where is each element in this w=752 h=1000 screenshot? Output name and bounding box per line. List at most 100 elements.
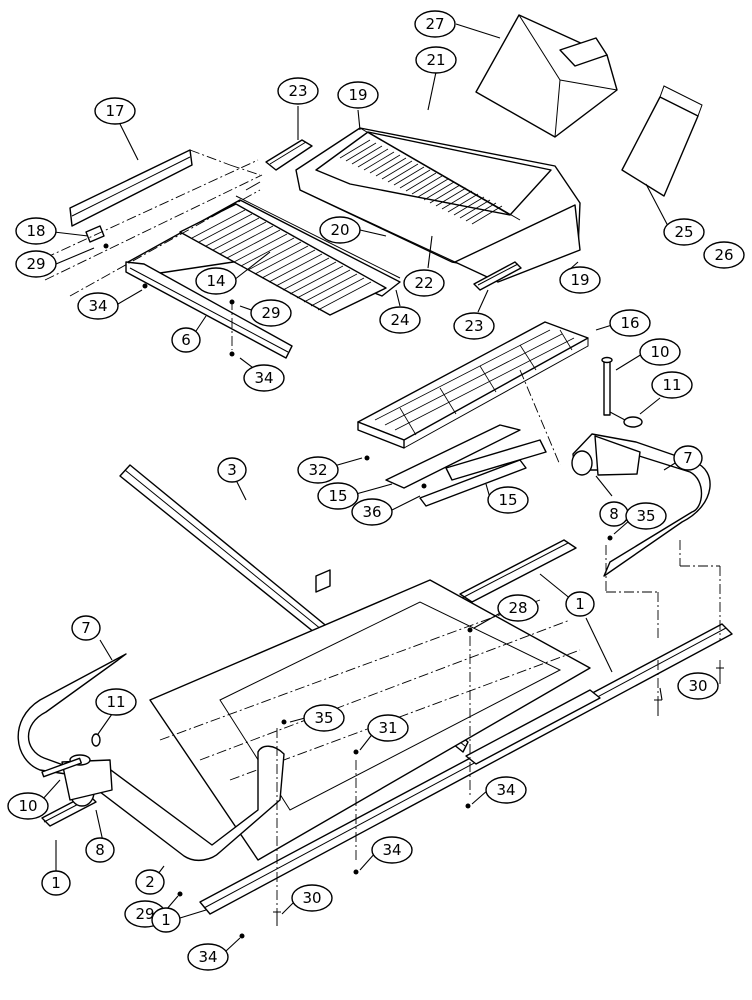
- svg-text:15: 15: [328, 487, 347, 505]
- callout-8-right: 8: [599, 501, 629, 527]
- callout-14: 14: [195, 267, 237, 295]
- callout-30-lower: 30: [291, 884, 333, 912]
- callout-1-right: 1: [565, 591, 595, 617]
- svg-text:6: 6: [181, 331, 191, 349]
- svg-text:1: 1: [161, 911, 171, 929]
- part-channel-15-upper: [385, 424, 521, 489]
- svg-text:18: 18: [26, 222, 45, 240]
- svg-text:7: 7: [683, 449, 693, 467]
- svg-text:28: 28: [508, 599, 527, 617]
- part-rail-1-long: [199, 623, 733, 915]
- callout-35-right: 35: [625, 502, 667, 530]
- svg-text:1: 1: [51, 874, 61, 892]
- alignment-lines-lower: [276, 369, 721, 912]
- svg-text:10: 10: [650, 343, 669, 361]
- part-rail-1-upper: [459, 539, 577, 603]
- callout-32: 32: [297, 456, 339, 484]
- svg-text:10: 10: [18, 797, 37, 815]
- part-step-16: [357, 321, 589, 449]
- svg-text:11: 11: [662, 376, 681, 394]
- svg-text:15: 15: [498, 491, 517, 509]
- callout-16: 16: [609, 309, 651, 337]
- svg-text:19: 19: [570, 271, 589, 289]
- callout-28: 28: [497, 594, 539, 622]
- callout-29-left: 29: [15, 250, 57, 278]
- callout-23-lower: 23: [453, 312, 495, 340]
- part-cover-27: [475, 14, 618, 138]
- callout-34-lower-mid: 34: [371, 836, 413, 864]
- alignment-lines-upper: [44, 149, 263, 350]
- bolt-30-right: [654, 667, 724, 716]
- part-bracket-23-upper: [265, 139, 313, 171]
- callout-34-bottom: 34: [187, 943, 229, 971]
- callout-21: 21: [415, 46, 457, 74]
- callout-11-lower: 11: [95, 688, 137, 716]
- callout-18: 18: [15, 217, 57, 245]
- bolt-30-lower: [273, 911, 281, 926]
- svg-text:1: 1: [575, 595, 585, 613]
- part-bracket-8-left: [61, 754, 113, 807]
- callout-17: 17: [94, 97, 136, 125]
- svg-text:30: 30: [688, 677, 707, 695]
- callout-15-right: 15: [487, 486, 529, 514]
- part-pin-10-lower: [41, 757, 82, 778]
- part-plate-25: [621, 85, 703, 197]
- part-rail-6: [125, 261, 293, 359]
- part-handrail-7-right: [571, 433, 711, 577]
- callout-10-lower: 10: [7, 792, 49, 820]
- part-clip-11-upper: [609, 411, 643, 428]
- callout-34-right: 34: [485, 776, 527, 804]
- svg-text:11: 11: [106, 693, 125, 711]
- svg-text:23: 23: [288, 82, 307, 100]
- part-bracket-17: [69, 149, 193, 227]
- callout-23-upper: 23: [277, 77, 319, 105]
- callout-26: 26: [703, 241, 745, 269]
- callout-34-upper: 34: [77, 292, 119, 320]
- callouts: 27 23 19 21 17 18 29 20 14 22 19: [7, 10, 745, 971]
- callout-7-left: 7: [71, 615, 101, 641]
- part-clip-11-lower: [91, 733, 101, 747]
- svg-text:35: 35: [314, 709, 333, 727]
- svg-text:25: 25: [674, 223, 693, 241]
- svg-text:30: 30: [302, 889, 321, 907]
- part-clip-18: [85, 225, 105, 243]
- step-tread-pattern: [374, 329, 575, 436]
- callout-1-left: 1: [41, 870, 71, 896]
- svg-text:29: 29: [26, 255, 45, 273]
- svg-text:35: 35: [636, 507, 655, 525]
- part-handrail-7-left: [17, 653, 285, 862]
- callout-30-right: 30: [677, 672, 719, 700]
- callout-22: 22: [403, 269, 445, 297]
- part-bracket-23-lower: [473, 261, 522, 291]
- svg-text:7: 7: [81, 619, 91, 637]
- callout-10-upper: 10: [639, 338, 681, 366]
- part-channel-15-lower: [419, 439, 547, 507]
- callout-8-left: 8: [85, 837, 115, 863]
- callout-19-upper: 19: [337, 81, 379, 109]
- part-pin-10-upper: [601, 356, 613, 416]
- svg-text:21: 21: [426, 51, 445, 69]
- callout-25: 25: [663, 218, 705, 246]
- part-screen-14: [127, 181, 401, 316]
- screen-hatching-lower: [191, 209, 372, 311]
- callout-29-mid: 29: [250, 299, 292, 327]
- callout-31: 31: [367, 714, 409, 742]
- svg-text:23: 23: [464, 317, 483, 335]
- svg-text:8: 8: [95, 841, 105, 859]
- callout-7-right: 7: [673, 445, 703, 471]
- svg-text:34: 34: [88, 297, 107, 315]
- callout-20: 20: [319, 216, 361, 244]
- fastener-dots: [103, 243, 613, 939]
- svg-text:3: 3: [227, 461, 237, 479]
- callout-15-left: 15: [317, 482, 359, 510]
- callout-36: 36: [351, 498, 393, 526]
- svg-text:14: 14: [206, 272, 225, 290]
- screen-hatching-upper: [339, 139, 503, 225]
- svg-text:31: 31: [378, 719, 397, 737]
- svg-text:17: 17: [105, 102, 124, 120]
- svg-text:32: 32: [308, 461, 327, 479]
- callout-3: 3: [217, 457, 247, 483]
- svg-text:34: 34: [496, 781, 515, 799]
- svg-text:29: 29: [261, 304, 280, 322]
- callout-34-mid: 34: [243, 364, 285, 392]
